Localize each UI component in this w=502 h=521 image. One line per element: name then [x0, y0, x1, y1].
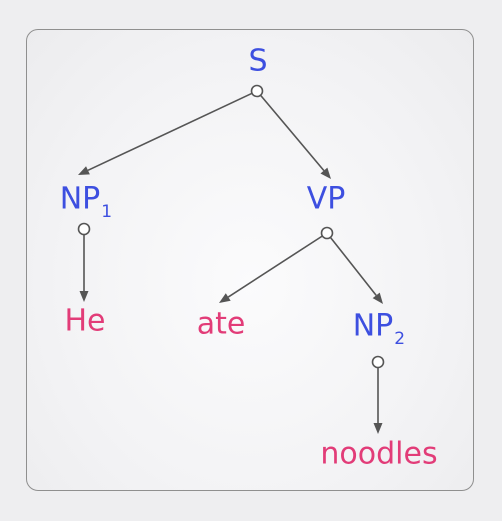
arrowhead-vp — [320, 167, 331, 179]
connector-knob-np2 — [371, 355, 385, 369]
arrowhead-ate — [219, 293, 231, 303]
connector-knob-np1 — [77, 222, 91, 236]
node-label-vp: VP — [307, 182, 346, 217]
node-label-ate: ate — [197, 307, 246, 342]
node-label-np1: NP — [60, 182, 101, 217]
node-label-np2: NP — [353, 309, 394, 344]
edge-s-vp — [259, 94, 325, 172]
node-label-s: S — [248, 44, 267, 79]
arrowhead-he — [79, 291, 89, 302]
node-label-noodles: noodles — [320, 437, 437, 472]
arrowhead-noodles — [373, 423, 383, 434]
node-subscript-np2: 2 — [394, 329, 405, 349]
diagram-card — [26, 29, 474, 491]
arrowhead-np1 — [78, 166, 90, 175]
node-subscript-np1: 1 — [101, 202, 112, 222]
edge-vp-ate — [227, 235, 323, 298]
connector-knob-vp — [320, 226, 334, 240]
arrowhead-np2 — [372, 292, 383, 304]
node-label-he: He — [64, 304, 105, 339]
edge-s-np1 — [87, 92, 253, 172]
connector-knob-s — [250, 84, 264, 98]
edge-vp-np2 — [329, 236, 377, 296]
